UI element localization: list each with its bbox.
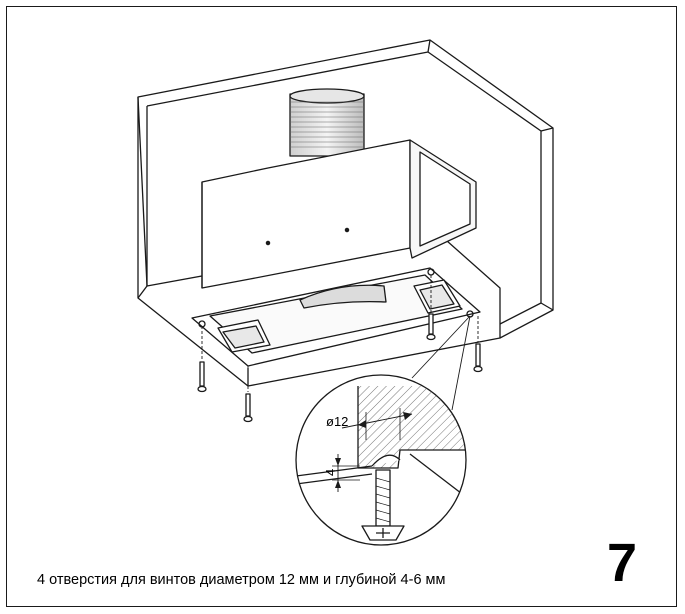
detail-leader-lines	[411, 315, 471, 411]
detail-magnifier	[295, 374, 467, 546]
screw-left-back	[243, 366, 253, 423]
figure-caption: 4 отверстия для винтов диаметром 12 мм и…	[37, 572, 446, 588]
screw-right-front	[473, 316, 483, 373]
screw-right-middle	[426, 275, 436, 341]
figure-frame	[6, 6, 677, 607]
screw-left-front	[197, 326, 207, 393]
diameter-label: ø12	[326, 414, 348, 429]
hood-body	[201, 139, 477, 289]
step-number: 7	[607, 533, 638, 593]
depth-label: 4	[323, 469, 338, 476]
flexible-duct	[289, 88, 365, 157]
mounting-plate	[191, 267, 481, 367]
